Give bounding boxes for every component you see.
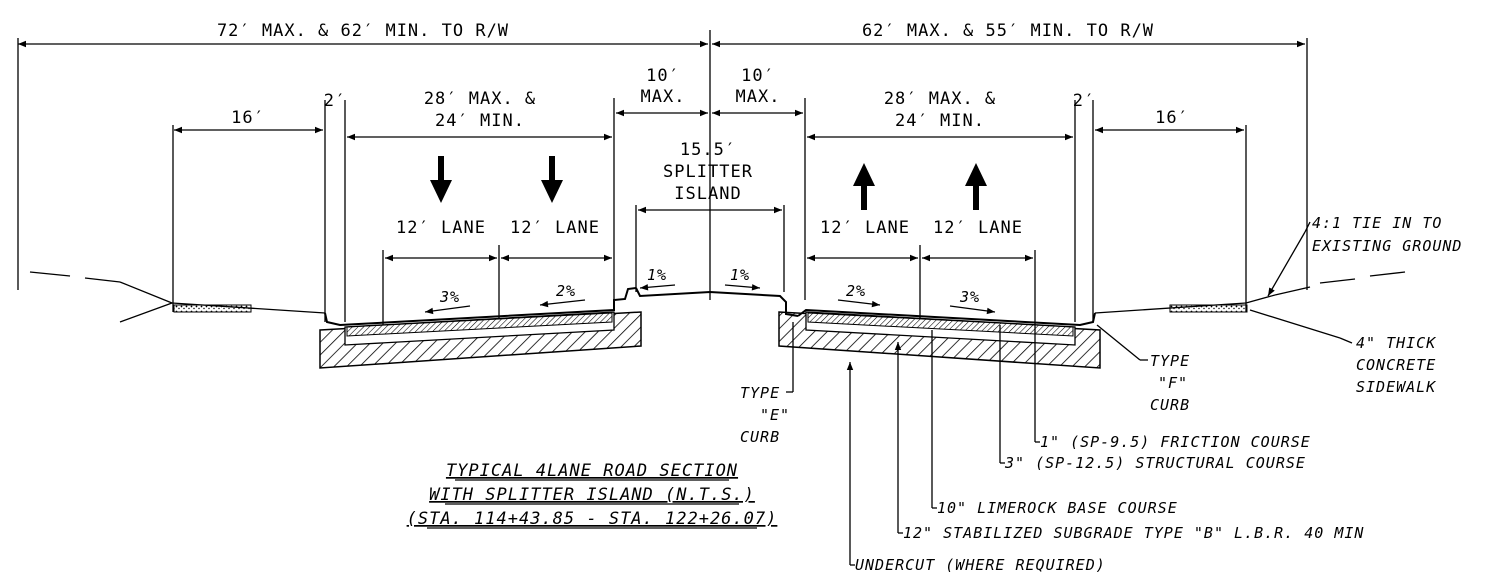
down-arrow-icon [541,156,563,203]
callouts: 4:1 TIE IN TO EXISTING GROUND 4" THICK C… [740,214,1462,574]
lane-label-1: 12′ LANE [396,218,486,238]
left-base-course [346,312,613,337]
median-left-max: MAX. [641,87,686,107]
slope-right-inner: 2% [846,282,866,300]
row-dimension: 72′ MAX. & 62′ MIN. TO R/W 62′ MAX. & 55… [17,21,1308,300]
sidewalk-line3: SIDEWALK [1356,378,1436,396]
direction-arrows [430,156,987,210]
title-line3: (STA. 114+43.85 - STA. 122+26.07) [407,509,778,529]
up-arrow-icon [853,163,875,210]
slope-island-left: 1% [647,266,667,284]
structural-course: 3" (SP-12.5) STRUCTURAL COURSE [1004,454,1306,472]
slope-left-outer: 3% [439,288,460,306]
island-label-2: ISLAND [674,184,741,204]
right-sidewalk-width: 16′ [1155,108,1189,128]
base-course: 10" LIMEROCK BASE COURSE [937,499,1178,517]
median-left-10: 10′ [646,66,680,86]
title-line2: WITH SPLITTER ISLAND (N.T.S.) [429,485,755,505]
curb-e-line1: TYPE [740,384,780,402]
median-dimension: 10′ MAX. 10′ MAX. [616,66,806,300]
stabilized-subgrade: 12" STABILIZED SUBGRADE TYPE "B" L.B.R. … [903,524,1364,542]
right-sidewalk [1169,304,1248,313]
splitter-island [635,287,799,317]
left-roadway-line1: 28′ MAX. & [424,89,536,109]
lane-dimensions: 12′ LANE 12′ LANE 12′ LANE 12′ LANE [382,218,1036,325]
existing-ground [29,271,1406,323]
left-roadway-line2: 24′ MIN. [435,111,525,131]
left-roadway-dimension: 28′ MAX. & 24′ MIN. [347,89,615,310]
lane-label-3: 12′ LANE [820,218,910,238]
right-roadway-line1: 28′ MAX. & [884,89,996,109]
slope-right-outer: 3% [959,288,980,306]
curb-f-line1: TYPE [1150,352,1190,370]
tie-in-line2: EXISTING GROUND [1312,237,1462,255]
left-sidewalk [173,304,252,313]
island-width: 15.5′ [680,140,736,160]
left-gutter-width: 2′ [324,91,346,111]
left-sidewalk-width: 16′ [231,108,265,128]
left-row-label: 72′ MAX. & 62′ MIN. TO R/W [217,21,509,41]
right-roadway-line2: 24′ MIN. [895,111,985,131]
left-pavement [119,281,642,369]
title-line1: TYPICAL 4LANE ROAD SECTION [446,461,738,481]
slope-labels: 3% 2% 1% 1% 2% 3% [424,266,996,315]
lane-label-4: 12′ LANE [933,218,1023,238]
undercut: UNDERCUT (WHERE REQUIRED) [855,556,1106,574]
island-label-1: SPLITTER [663,162,753,182]
curb-f-line2: "F" [1158,374,1188,392]
slope-island-right: 1% [730,266,750,284]
right-sidewalk-dimension: 16′ [1095,108,1247,312]
left-sidewalk-dimension: 16′ 2′ [172,91,346,322]
tie-in-line1: 4:1 TIE IN TO [1312,214,1442,232]
curb-f-line3: CURB [1150,396,1190,414]
down-arrow-icon [430,156,452,203]
up-arrow-icon [965,163,987,210]
sidewalk-line1: 4" THICK [1356,334,1436,352]
right-row-label: 62′ MAX. & 55′ MIN. TO R/W [862,21,1154,41]
right-pavement [778,294,1276,369]
right-base-course [807,312,1074,337]
right-gutter-width: 2′ [1073,91,1095,111]
lane-label-2: 12′ LANE [510,218,600,238]
curb-e-line2: "E" [760,406,790,424]
splitter-island-dimension: 15.5′ SPLITTER ISLAND [635,140,785,292]
friction-course: 1" (SP-9.5) FRICTION COURSE [1040,433,1311,451]
sidewalk-line2: CONCRETE [1356,356,1436,374]
drawing-title: TYPICAL 4LANE ROAD SECTION WITH SPLITTER… [407,461,778,529]
median-right-max: MAX. [736,87,781,107]
slope-left-inner: 2% [556,282,576,300]
right-roadway-dimension: 28′ MAX. & 24′ MIN. 2′ [807,89,1095,322]
curb-e-line3: CURB [740,428,780,446]
median-right-10: 10′ [741,66,775,86]
